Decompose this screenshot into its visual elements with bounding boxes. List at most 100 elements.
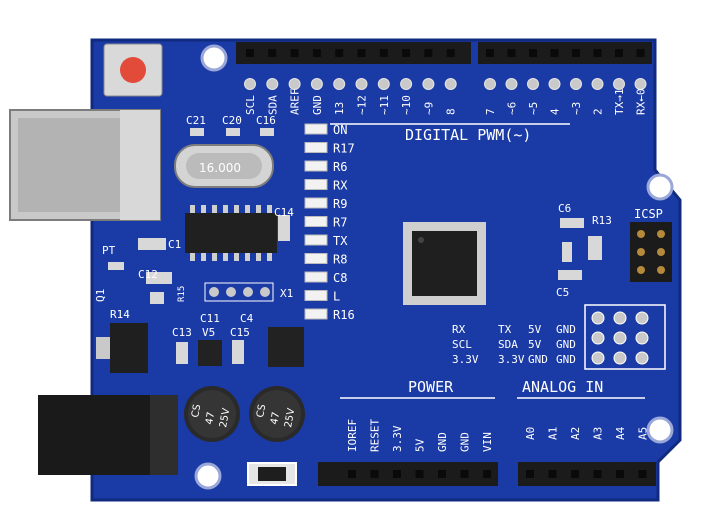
smd-led: [304, 216, 328, 227]
digital-pin-label: 13: [333, 102, 346, 115]
analog-pin-label: A2: [569, 427, 582, 440]
electrolytic-capacitor: CS 47 25V: [184, 386, 240, 442]
mounting-hole: [646, 173, 674, 201]
header-pin-label: GND: [528, 353, 548, 366]
smd-led: [304, 197, 328, 209]
digital-pin-label: GND: [311, 95, 324, 115]
svg-text:25V: 25V: [218, 407, 232, 428]
analog-header: [518, 462, 656, 486]
header-pin-label: SCL: [452, 338, 472, 351]
power-pin-label: GND: [459, 432, 472, 452]
label-c5: C5: [556, 286, 569, 299]
led-label: R16: [333, 308, 355, 322]
led-label: L: [333, 290, 340, 304]
smd-led: [304, 123, 328, 135]
label-c14: C14: [274, 206, 294, 219]
mounting-hole: [646, 416, 674, 444]
smd-led: [304, 160, 328, 172]
digital-pin-label: SCL: [244, 95, 257, 115]
smd-led: [304, 308, 328, 320]
smd-led: [304, 290, 328, 301]
header-pin-label: TX: [498, 323, 512, 336]
mounting-hole: [194, 462, 222, 490]
digital-pin-label: ~5: [527, 102, 540, 115]
digital-pin-label: 2: [592, 108, 605, 115]
led-label: R7: [333, 216, 347, 230]
smd-led: [304, 271, 328, 283]
header-pin-label: GND: [556, 338, 576, 351]
led-label: R17: [333, 142, 355, 156]
reset-button: [103, 43, 163, 97]
label-c16: C16: [256, 114, 276, 127]
led-label: ON: [333, 123, 347, 137]
label-c1: C1: [168, 238, 181, 251]
label-pt: PT: [102, 244, 116, 257]
label-c12: C12: [138, 268, 158, 281]
header-pin-label: 5V: [528, 323, 542, 336]
header-pin-label: 5V: [528, 338, 542, 351]
digital-pin-label: AREF: [289, 89, 302, 116]
smd-led: [304, 234, 328, 246]
analog-pin-label: A3: [592, 427, 605, 440]
x1-pads: [204, 282, 274, 302]
power-pin-label: GND: [436, 432, 449, 452]
header-pin-label: SDA: [498, 338, 518, 351]
led-label: C8: [333, 271, 347, 285]
digital-pin-label: 7: [484, 108, 497, 115]
svg-text:25V: 25V: [283, 407, 297, 428]
digital-pin-label: ~3: [570, 102, 583, 115]
icsp-header: [630, 222, 672, 282]
digital-pin-label: 4: [549, 108, 562, 115]
digital-pin-label: TX→1: [613, 89, 626, 116]
svg-text:47: 47: [269, 411, 282, 425]
digital-pin-label: 8: [445, 108, 458, 115]
led-label: TX: [333, 234, 348, 248]
dc-power-jack: [38, 395, 178, 475]
svg-text:16.000: 16.000: [199, 161, 241, 175]
crystal: 16.000: [174, 144, 274, 188]
digital-pin-label: ~11: [378, 95, 391, 115]
label-c20: C20: [222, 114, 242, 127]
smd-components: [108, 128, 602, 364]
power-pin-label: 3.3V: [391, 425, 404, 452]
smd-led: [304, 142, 328, 153]
header-pin-label: RX: [452, 323, 466, 336]
power-pin-label: IOREF: [346, 419, 359, 452]
digital-pin-label: ~9: [422, 102, 435, 115]
voltage-regulator-tab: [96, 337, 110, 359]
electrolytic-capacitor: CS 47 25V: [249, 386, 305, 442]
label-c21: C21: [186, 114, 206, 127]
digital-header: [236, 42, 652, 90]
header-pin-label: GND: [556, 353, 576, 366]
label-r15: R15: [177, 286, 187, 302]
label-v5: V5: [202, 326, 215, 339]
power-pin-label: RESET: [369, 419, 382, 452]
analog-pin-label: A4: [614, 426, 627, 440]
label-c15: C15: [230, 326, 250, 339]
digital-pin-label: ~10: [400, 95, 413, 115]
svg-text:47: 47: [204, 411, 217, 425]
power-title: POWER: [408, 378, 454, 396]
label-icsp: ICSP: [634, 207, 663, 221]
power-header: [318, 462, 498, 486]
label-r14: R14: [110, 308, 130, 321]
svg-text:CS: CS: [190, 403, 203, 418]
extra-header-pads: [584, 304, 666, 370]
smd-led: [304, 253, 328, 264]
mounting-hole: [200, 44, 228, 72]
analog-pin-label: A1: [547, 427, 560, 440]
label-c6: C6: [558, 202, 571, 215]
usb-serial-chip: [185, 205, 277, 261]
svg-text:CS: CS: [255, 403, 268, 418]
analog-title: ANALOG IN: [522, 378, 603, 396]
power-pin-label: VIN: [481, 432, 494, 452]
usb-b-connector: [9, 109, 161, 221]
header-pin-label: 3.3V: [498, 353, 525, 366]
smd-led: [304, 179, 328, 190]
digital-pin-label: ~12: [356, 95, 369, 115]
digital-pin-label: ~6: [506, 102, 519, 115]
label-c13: C13: [172, 326, 192, 339]
digital-pin-label: SDA: [266, 95, 279, 115]
led-label: RX: [333, 179, 348, 193]
